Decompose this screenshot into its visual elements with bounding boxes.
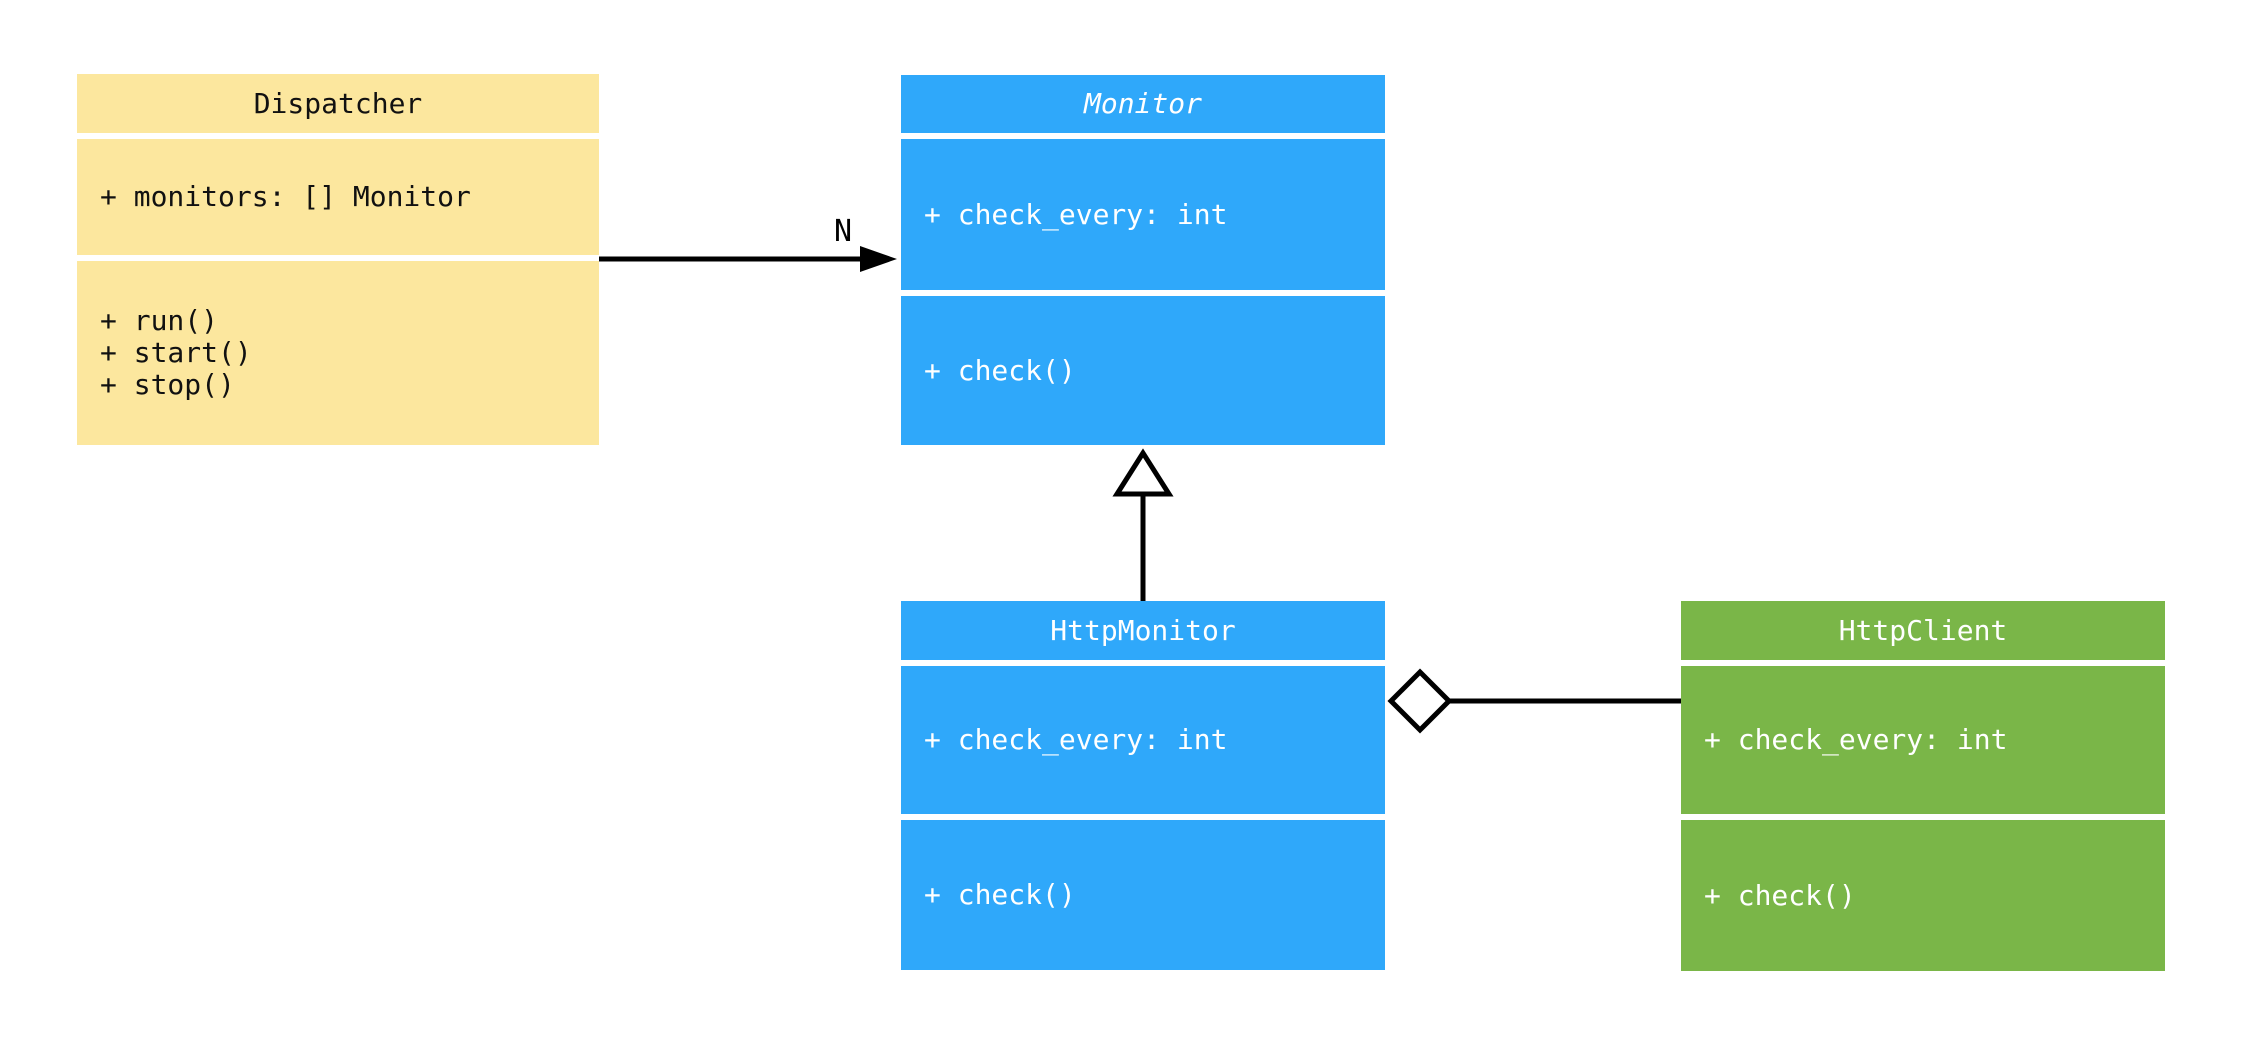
- class-dispatcher: Dispatcher + monitors: [] Monitor + run(…: [77, 74, 599, 445]
- attribute-item: + check_every: int: [924, 197, 1228, 231]
- class-httpclient-attributes: + check_every: int: [1681, 666, 2165, 814]
- association-dispatcher-monitor: N: [599, 214, 897, 272]
- class-monitor-title: Monitor: [901, 75, 1385, 133]
- inheritance-triangle-icon: [1112, 448, 1174, 497]
- class-httpmonitor-methods: + check(): [901, 820, 1385, 970]
- multiplicity-label: N: [834, 214, 852, 249]
- aggregation-httpmonitor-httpclient: [1387, 668, 1682, 734]
- class-name: HttpMonitor: [1050, 613, 1236, 647]
- association-arrowhead-icon: [860, 246, 897, 272]
- class-name: Dispatcher: [253, 86, 423, 120]
- attribute-item: + check_every: int: [1704, 723, 2008, 756]
- class-httpclient-title: HttpClient: [1681, 601, 2165, 660]
- method-item: + check(): [924, 878, 1076, 911]
- attribute-item: + check_every: int: [924, 723, 1228, 756]
- inheritance-httpmonitor-monitor: [1112, 448, 1174, 601]
- class-monitor-attributes: + check_every: int: [901, 139, 1385, 290]
- method-item: + stop(): [100, 368, 235, 401]
- class-httpmonitor-title: HttpMonitor: [901, 601, 1385, 660]
- method-item: + run(): [100, 304, 219, 337]
- method-item: + start(): [100, 336, 252, 369]
- class-monitor-methods: + check(): [901, 296, 1385, 445]
- class-dispatcher-methods: + run() + start() + stop(): [77, 261, 599, 445]
- class-dispatcher-title: Dispatcher: [77, 74, 599, 133]
- attribute-item: + monitors: [] Monitor: [100, 180, 471, 213]
- class-httpmonitor: HttpMonitor + check_every: int + check(): [901, 601, 1385, 970]
- class-monitor: Monitor + check_every: int + check(): [901, 75, 1385, 445]
- class-httpclient: HttpClient + check_every: int + check(): [1681, 601, 2165, 971]
- class-httpmonitor-attributes: + check_every: int: [901, 666, 1385, 814]
- class-dispatcher-attributes: + monitors: [] Monitor: [77, 139, 599, 255]
- method-item: + check(): [1704, 878, 1856, 912]
- aggregation-diamond-icon: [1387, 668, 1453, 734]
- class-name: HttpClient: [1838, 613, 2008, 647]
- method-item: + check(): [924, 353, 1076, 387]
- class-name: Monitor: [1083, 87, 1202, 120]
- class-httpclient-methods: + check(): [1681, 820, 2165, 971]
